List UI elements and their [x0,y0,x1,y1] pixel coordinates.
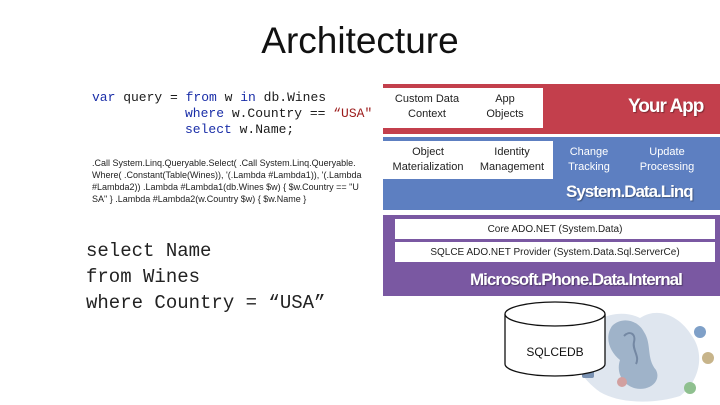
change-tracking: Change Tracking [568,146,610,173]
object-materialization: Object Materialization [392,146,464,173]
code-token: select [185,122,232,137]
database-icon [504,301,606,377]
sql-line-2: from Wines [86,266,201,288]
linq-code-line-2: where w.Country == “USA" [185,106,372,122]
sql-line-1: select Name [86,240,212,262]
custom-data-context: Custom Data Context [394,93,460,120]
code-token: query = [115,90,186,105]
app-objects: App Objects [486,93,524,120]
sql-line-3: where Country = “USA” [86,292,326,314]
code-token: w.Name; [231,122,295,137]
linq-code-line-1: var query = from w in db.Wines [92,90,326,106]
identity-management: Identity Management [479,146,545,173]
app-components-box: Custom Data Context App Objects [383,88,543,128]
update-processing: Update Processing [639,146,695,173]
core-ado-net-bar: Core ADO.NET (System.Data) [395,219,715,239]
system-data-linq-label: System.Data.Linq [566,182,694,201]
expression-tree-text: .Call System.Linq.Queryable.Select( .Cal… [92,158,362,204]
code-token: in [240,90,256,105]
slide-title: Architecture [261,20,459,61]
sql-query: select Name from Wines where Country = “US… [86,238,325,316]
database-label: SQLCEDB [526,345,584,359]
code-token: var [92,90,116,105]
your-app-label: Your App [628,96,704,117]
code-token: db.Wines [255,90,327,105]
linq-code-line-3: select w.Name; [185,122,294,138]
phone-data-internal-label: Microsoft.Phone.Data.Internal [470,270,683,289]
code-token: w.Country == [224,106,334,121]
sqlce-provider-bar: SQLCE ADO.NET Provider (System.Data.Sql.… [395,242,715,262]
code-token: where [185,106,225,121]
linq-components-box: Object Materialization Identity Manageme… [383,141,553,179]
code-token: w [216,90,241,105]
code-token: from [185,90,217,105]
code-token: “USA" [333,106,373,121]
